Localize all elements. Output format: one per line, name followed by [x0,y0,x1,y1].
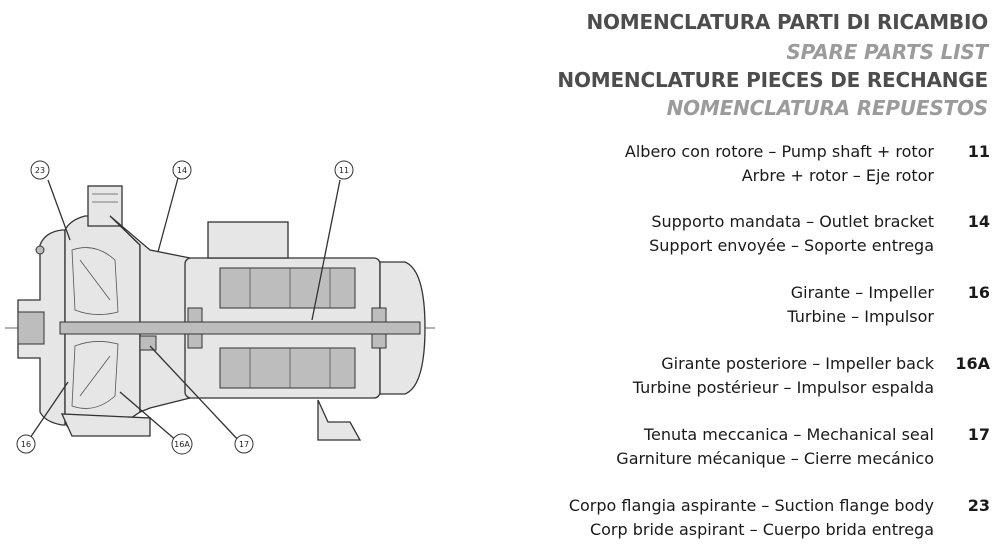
leader-16a [119,391,179,443]
impeller-vane-b [79,355,111,397]
leader-14 [157,177,179,253]
leader-23 [47,179,71,241]
part-name-secondary: Turbine postérieur – Impulsor espalda [632,378,934,397]
part-description: Albero con rotore – Pump shaft + rotor A… [625,140,934,188]
mechanical-seal [139,335,157,351]
impeller-lower [71,341,119,409]
suction-port [17,311,45,345]
part-number: 14 [967,212,990,231]
leader-17 [149,345,241,443]
front-foot [60,413,151,437]
part-name-secondary: Support envoyée – Soporte entrega [649,236,934,255]
bearing-rear-bottom [371,333,387,349]
part-description: Supporto mandata – Outlet bracket Suppor… [649,210,934,258]
part-row-17: Tenuta meccanica – Mechanical seal Garni… [440,423,1000,473]
bearing-front-bottom [187,333,203,349]
part-name-primary: Albero con rotore – Pump shaft + rotor [624,142,934,161]
part-name-primary: Corpo flangia aspirante – Suction flange… [568,496,934,515]
leader-11 [311,179,341,321]
outlet-bracket [109,215,191,413]
title-english: SPARE PARTS LIST [786,40,988,64]
title-french: NOMENCLATURE PIECES DE RECHANGE [557,68,988,92]
part-number: 16A [955,354,990,373]
callout-23-label: 23 [35,166,45,175]
callout-23: 23 [30,160,50,180]
rear-foot [317,399,362,441]
title-italian: NOMENCLATURA PARTI DI RICAMBIO [586,10,988,34]
part-name-secondary: Garniture mécanique – Cierre mecánico [616,449,934,468]
pump-shaft [59,321,421,335]
part-row-23: Corpo flangia aspirante – Suction flange… [440,494,1000,544]
terminal-box [207,221,289,259]
part-name-secondary: Corp bride aspirant – Cuerpo brida entre… [589,520,934,539]
callout-16a: 16A [171,433,193,455]
part-name-primary: Girante – Impeller [790,283,934,302]
part-name-primary: Supporto mandata – Outlet bracket [651,212,934,231]
callout-14: 14 [172,160,192,180]
bearing-front-top [187,307,203,323]
part-row-16: Girante – Impeller Turbine – Impulsor 16 [440,281,1000,331]
impeller-vane-a [79,259,111,301]
callout-16a-label: 16A [174,440,190,449]
part-name-secondary: Arbre + rotor – Eje rotor [741,166,934,185]
part-number: 16 [967,283,990,302]
part-row-11: Albero con rotore – Pump shaft + rotor A… [440,140,1000,190]
pump-cross-section-drawing: 23 14 11 16 16A 17 [5,160,435,455]
part-name-secondary: Turbine – Impulsor [787,307,934,326]
callout-11-label: 11 [339,166,349,175]
part-description: Girante posteriore – Impeller back Turbi… [633,352,934,400]
part-number: 17 [967,425,990,444]
callout-11: 11 [334,160,354,180]
outlet-pipe [87,185,123,227]
part-description: Corpo flangia aspirante – Suction flange… [569,494,934,542]
part-name-primary: Girante posteriore – Impeller back [661,354,934,373]
callout-16-label: 16 [21,440,31,449]
suction-bolt [35,245,45,255]
bearing-rear-top [371,307,387,323]
part-description: Girante – Impeller Turbine – Impulsor [787,281,934,329]
stator-upper [219,267,356,309]
leader-16 [29,381,69,439]
part-number: 11 [967,142,990,161]
stator-lower [219,347,356,389]
part-row-16a: Girante posteriore – Impeller back Turbi… [440,352,1000,402]
part-name-primary: Tenuta meccanica – Mechanical seal [643,425,934,444]
part-number: 23 [967,496,990,515]
callout-16: 16 [16,434,36,454]
part-description: Tenuta meccanica – Mechanical seal Garni… [616,423,934,471]
part-row-14: Supporto mandata – Outlet bracket Suppor… [440,210,1000,260]
callout-17: 17 [234,434,254,454]
callout-14-label: 14 [177,166,187,175]
impeller-upper [71,247,119,315]
title-spanish: NOMENCLATURA REPUESTOS [666,96,989,120]
callout-17-label: 17 [239,440,249,449]
